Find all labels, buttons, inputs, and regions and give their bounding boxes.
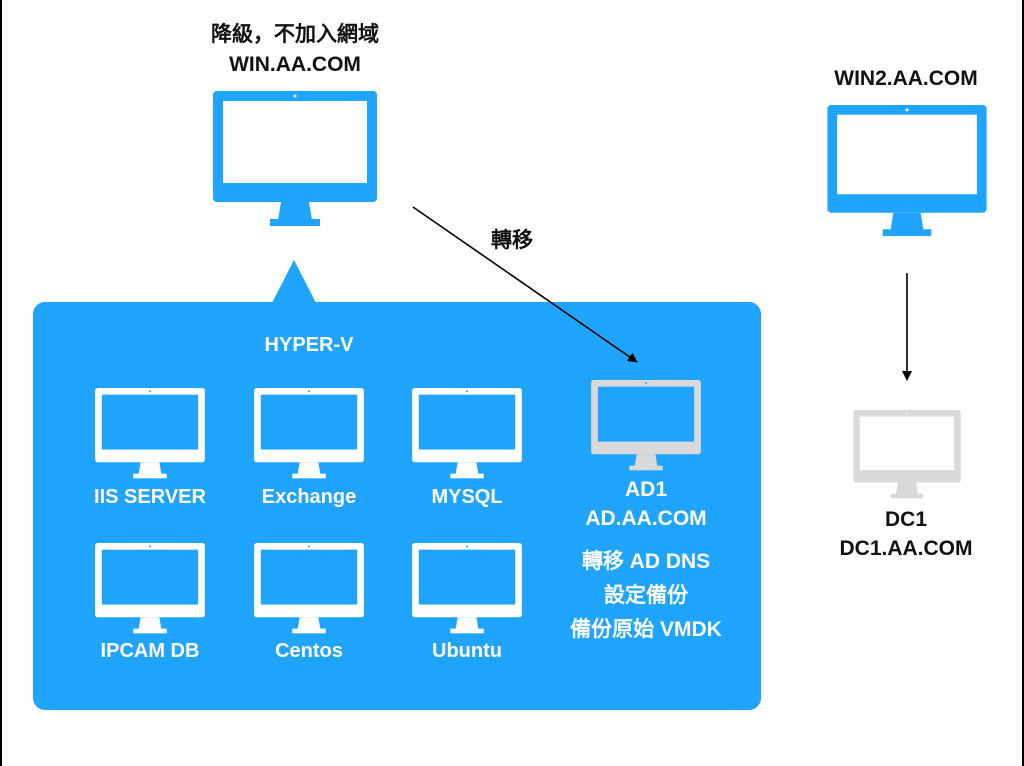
monitor-stand: [138, 617, 162, 630]
vm-label-mysql: MYSQL: [431, 486, 503, 508]
monitor-base: [292, 473, 326, 479]
monitor-base: [450, 473, 484, 479]
monitor-screen: [223, 101, 367, 183]
monitor-stand: [634, 454, 658, 467]
hyperv-panel: [33, 302, 761, 710]
monitor-screen: [260, 549, 358, 605]
monitor-base: [890, 493, 924, 499]
monitor-stand: [138, 462, 162, 475]
vm-mysql-monitor-icon[interactable]: [412, 388, 522, 479]
monitor-camera: [465, 390, 469, 393]
monitor-stand: [895, 482, 919, 495]
vm-iis-server-monitor-icon[interactable]: [95, 388, 205, 479]
monitor-screen: [101, 549, 199, 605]
monitor-camera: [148, 545, 152, 548]
monitor-screen: [418, 394, 516, 450]
transfer-label: 轉移: [491, 229, 533, 252]
monitor-camera: [644, 382, 648, 385]
monitor-screen: [418, 549, 516, 605]
monitor-stand: [455, 462, 479, 475]
hyperv-title: HYPER-V: [264, 334, 354, 356]
monitor-base: [629, 465, 663, 471]
monitor-stand: [890, 212, 924, 231]
monitor-camera: [906, 412, 908, 415]
monitor-camera: [293, 94, 297, 98]
monitor-screen: [859, 416, 955, 471]
top-host-note: 降級，不加入網域: [211, 23, 379, 46]
monitor-stand: [297, 617, 321, 630]
ad1-task-2: 設定備份: [604, 584, 688, 607]
hyperv-callout-pointer: [272, 260, 316, 303]
vm-exchange-monitor-icon[interactable]: [254, 388, 364, 479]
ad1-monitor-icon[interactable]: [591, 380, 701, 471]
monitor-screen: [101, 394, 199, 450]
right-host-hostname: WIN2.AA.COM: [834, 67, 978, 90]
vm-label-ubuntu: Ubuntu: [432, 640, 502, 662]
dc1-hostname: DC1.AA.COM: [839, 537, 973, 560]
vm-label-exchange: Exchange: [261, 486, 357, 508]
monitor-camera: [905, 108, 909, 112]
monitor-stand: [297, 462, 321, 475]
right-host-monitor-icon[interactable]: [825, 105, 989, 237]
ad1-task-1: 轉移 AD DNS: [581, 550, 711, 573]
dc1-name: DC1: [884, 508, 928, 531]
monitor-base: [270, 219, 320, 226]
vm-label-centos: Centos: [275, 640, 343, 662]
frame-border-left: [0, 0, 2, 766]
vm-label-ipcam-db: IPCAM DB: [100, 640, 200, 662]
top-host-hostname: WIN.AA.COM: [229, 53, 361, 76]
monitor-stand: [278, 202, 312, 220]
vm-label-iis-server: IIS SERVER: [94, 486, 206, 508]
monitor-screen: [837, 114, 977, 195]
ad1-task-3: 備份原始 VMDK: [570, 618, 722, 641]
monitor-stand: [455, 617, 479, 630]
monitor-screen: [597, 386, 695, 442]
ad1-hostname: AD.AA.COM: [585, 507, 707, 530]
vm-ipcam-db-monitor-icon[interactable]: [95, 543, 205, 634]
monitor-camera: [148, 390, 152, 393]
vm-ubuntu-monitor-icon[interactable]: [412, 543, 522, 634]
dc1-monitor-icon[interactable]: [852, 410, 962, 499]
monitor-base: [133, 628, 167, 634]
top-host-monitor-icon[interactable]: [213, 91, 377, 227]
monitor-base: [882, 229, 932, 237]
ad1-name: AD1: [624, 478, 668, 501]
monitor-screen: [260, 394, 358, 450]
monitor-camera: [307, 545, 311, 548]
vm-centos-monitor-icon[interactable]: [254, 543, 364, 634]
monitor-camera: [307, 390, 311, 393]
monitor-base: [292, 628, 326, 634]
monitor-camera: [465, 545, 469, 548]
monitor-base: [133, 473, 167, 479]
frame-border-right: [1022, 0, 1024, 766]
monitor-base: [450, 628, 484, 634]
